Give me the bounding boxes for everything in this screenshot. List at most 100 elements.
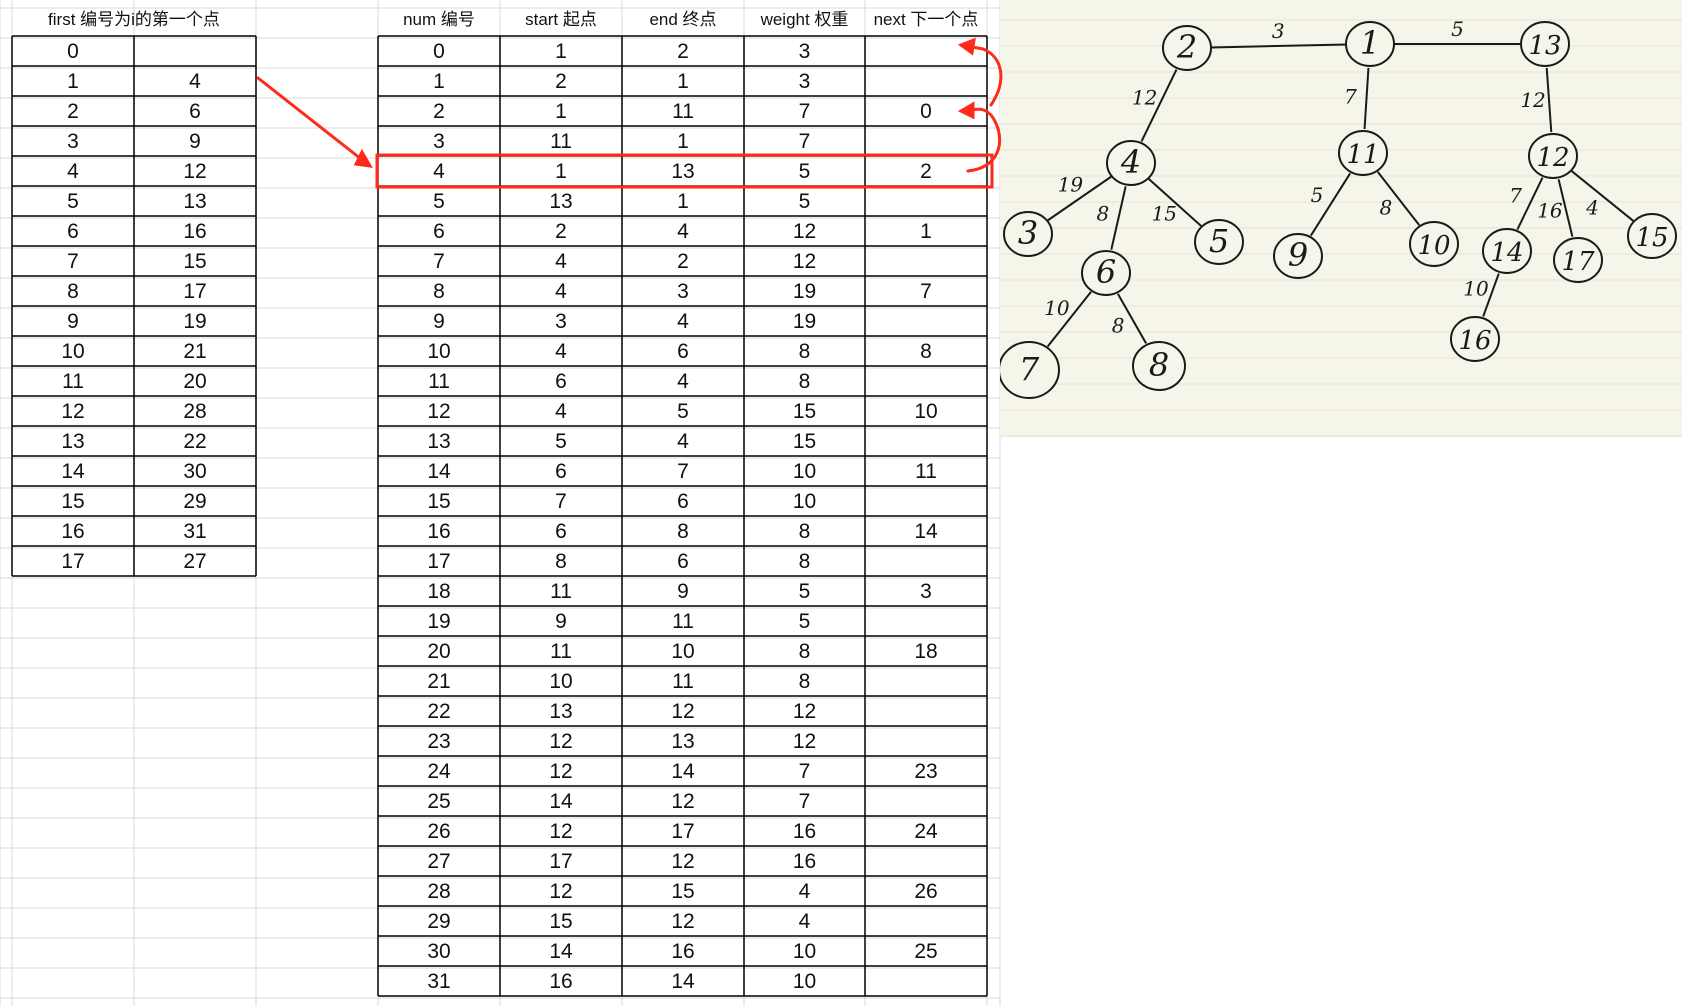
start-cell: 12 — [549, 820, 573, 843]
weight-cell: 7 — [798, 130, 811, 153]
first-edge-cell: 19 — [183, 310, 207, 333]
first-edge-cell: 27 — [183, 550, 207, 573]
tree-node — [1106, 140, 1156, 186]
weight-cell: 19 — [792, 310, 817, 333]
first-table-header: first 编号为i的第一个点 — [48, 10, 220, 29]
next-cell: 8 — [920, 340, 932, 363]
tree-edge — [1117, 293, 1147, 344]
first-index-cell: 8 — [67, 280, 79, 303]
first-index-cell: 0 — [67, 40, 79, 63]
num-cell: 16 — [427, 520, 451, 543]
weight-cell: 4 — [798, 910, 811, 933]
end-cell: 4 — [677, 220, 689, 243]
weight-cell: 5 — [798, 160, 811, 183]
first-index-cell: 6 — [67, 220, 79, 243]
tree-node-label: 3 — [1018, 214, 1038, 252]
tree-node — [1081, 250, 1131, 296]
next-cell: 7 — [920, 280, 932, 303]
end-cell: 4 — [677, 310, 689, 333]
start-cell: 11 — [550, 580, 572, 603]
end-cell: 12 — [671, 910, 695, 933]
num-cell: 20 — [427, 640, 451, 663]
first-index-cell: 3 — [67, 130, 79, 153]
end-cell: 12 — [671, 790, 695, 813]
tree-node — [1520, 21, 1570, 67]
tree-edge — [1140, 69, 1178, 142]
tree-node — [1273, 233, 1323, 279]
end-cell: 13 — [671, 160, 695, 183]
tree-edge-weight: 5 — [1311, 183, 1324, 207]
first-edge-cell: 22 — [183, 430, 207, 453]
weight-cell: 15 — [792, 430, 817, 453]
start-cell: 3 — [555, 310, 567, 333]
end-cell: 4 — [677, 430, 689, 453]
weight-cell: 19 — [792, 280, 817, 303]
highlighted-row-box — [375, 153, 994, 189]
start-cell: 14 — [549, 940, 573, 963]
num-cell: 10 — [427, 340, 451, 363]
num-cell: 30 — [427, 940, 451, 963]
end-cell: 13 — [671, 730, 695, 753]
start-cell: 4 — [555, 400, 567, 423]
next-cell: 26 — [914, 880, 938, 903]
tree-node — [1345, 21, 1395, 67]
next-cell: 23 — [914, 760, 938, 783]
tree-edge — [1110, 186, 1127, 250]
edge-header-weight: weight 权重 — [760, 10, 849, 29]
end-cell: 15 — [671, 880, 695, 903]
end-cell: 11 — [672, 610, 694, 633]
end-cell: 5 — [677, 400, 689, 423]
num-cell: 24 — [427, 760, 451, 783]
first-index-cell: 14 — [61, 460, 85, 483]
tree-edge — [1363, 67, 1370, 130]
end-cell: 14 — [671, 760, 695, 783]
start-cell: 10 — [549, 670, 573, 693]
weight-cell: 8 — [798, 340, 811, 363]
num-cell: 19 — [427, 610, 451, 633]
tree-node — [1450, 316, 1500, 362]
tree-node-label: 7 — [1019, 350, 1040, 388]
tree-node — [1627, 213, 1677, 259]
num-cell: 12 — [427, 400, 451, 423]
tree-edge-weight: 16 — [1537, 199, 1563, 223]
next-cell: 10 — [914, 400, 938, 423]
tree-node-label: 17 — [1561, 247, 1595, 277]
weight-cell: 10 — [792, 490, 817, 513]
tree-node-label: 9 — [1288, 236, 1308, 274]
first-edge-cell: 31 — [183, 520, 207, 543]
tree-edge-weight: 8 — [1112, 314, 1125, 338]
tree-edge-weight: 12 — [1520, 88, 1545, 112]
weight-cell: 16 — [792, 850, 817, 873]
start-cell: 16 — [549, 970, 573, 993]
num-cell: 29 — [427, 910, 451, 933]
weight-cell: 8 — [798, 550, 811, 573]
start-cell: 1 — [555, 160, 567, 183]
num-cell: 31 — [427, 970, 451, 993]
tree-node-label: 4 — [1120, 143, 1141, 181]
weight-cell: 12 — [792, 220, 817, 243]
tree-node-label: 10 — [1417, 231, 1450, 261]
tree-node-label: 14 — [1490, 238, 1523, 268]
tree-edge-weight: 19 — [1058, 172, 1084, 196]
tree-node-label: 2 — [1176, 28, 1197, 66]
tree-edge-weight: 7 — [1344, 84, 1357, 108]
start-cell: 11 — [550, 640, 572, 663]
next-chain-arrowhead-2 — [957, 37, 976, 56]
start-cell: 2 — [555, 70, 567, 93]
tree-edge-weight: 7 — [1509, 184, 1522, 208]
num-cell: 23 — [427, 730, 451, 753]
end-cell: 6 — [677, 490, 689, 513]
first-edge-cell: 4 — [189, 70, 201, 93]
end-cell: 2 — [677, 40, 689, 63]
first-edge-cell: 6 — [189, 100, 201, 123]
tree-edge — [1210, 43, 1347, 49]
first-index-cell: 9 — [67, 310, 79, 333]
tree-edge — [1571, 170, 1634, 222]
tree-edge — [1309, 172, 1352, 237]
end-cell: 12 — [671, 850, 695, 873]
tree-node — [1482, 228, 1532, 274]
end-cell: 6 — [677, 550, 689, 573]
start-cell: 12 — [549, 730, 573, 753]
first-edge-cell: 29 — [183, 490, 207, 513]
weight-cell: 4 — [798, 880, 811, 903]
